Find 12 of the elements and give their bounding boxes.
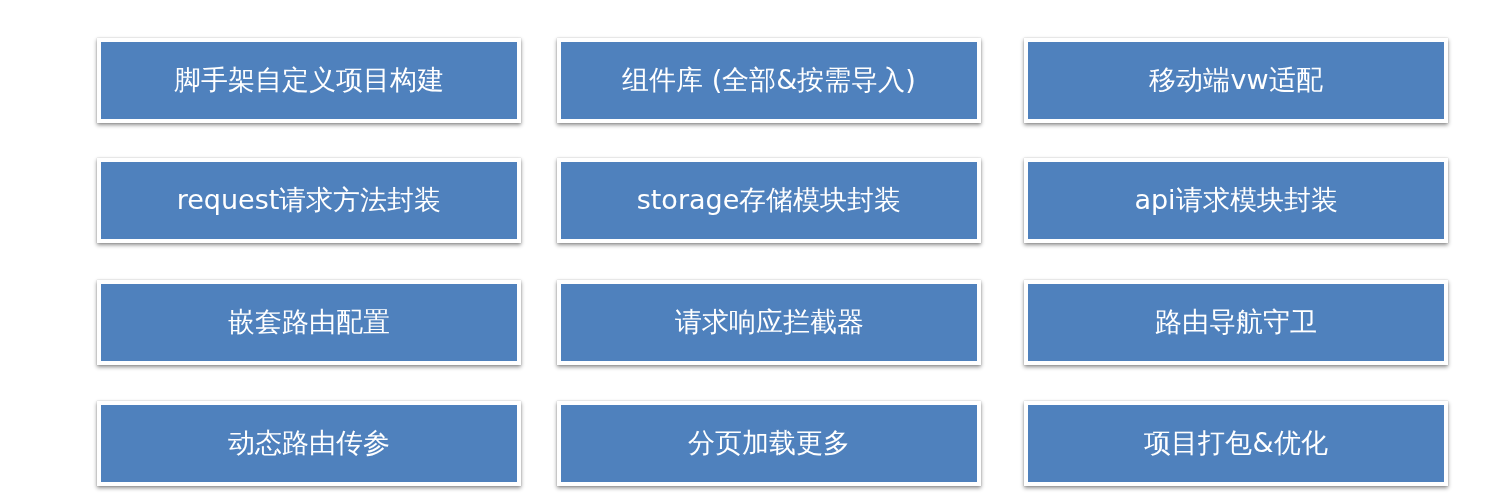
topic-label: request请求方法封装 xyxy=(176,184,442,217)
topic-label: 请求响应拦截器 xyxy=(674,306,864,339)
topic-label: 项目打包&优化 xyxy=(1144,427,1328,460)
topic-label: 嵌套路由配置 xyxy=(228,306,390,339)
topic-label: 分页加载更多 xyxy=(688,427,850,460)
topic-label: api请求模块封装 xyxy=(1134,184,1338,217)
topic-label: 脚手架自定义项目构建 xyxy=(174,64,444,97)
topic-label: storage存储模块封装 xyxy=(636,184,902,217)
topic-label: 移动端vw适配 xyxy=(1149,64,1323,97)
topic-label: 路由导航守卫 xyxy=(1155,306,1317,339)
topic-label: 组件库 (全部&按需导入) xyxy=(622,64,916,97)
topic-label: 动态路由传参 xyxy=(228,427,390,460)
